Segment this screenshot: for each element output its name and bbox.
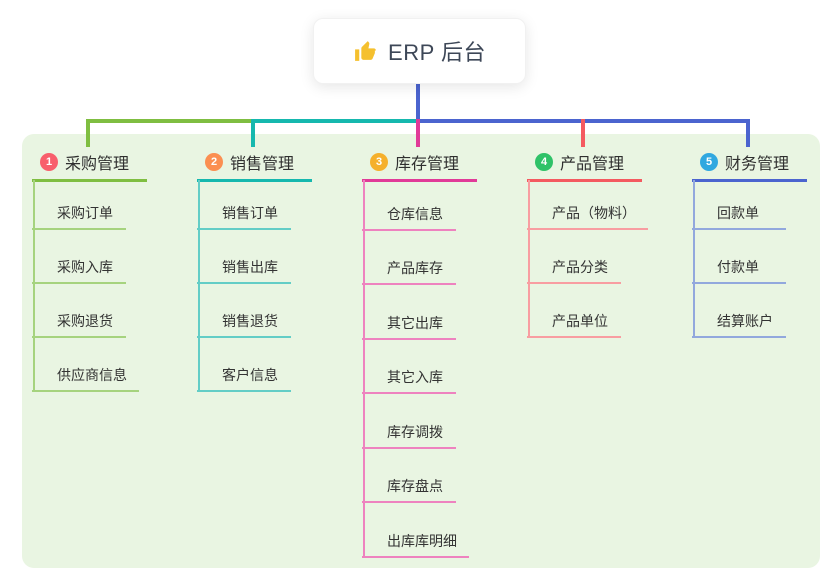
branch-1-badge: 1: [40, 153, 58, 171]
branch-2-label: 销售管理: [230, 156, 295, 173]
node-sales-outbound[interactable]: 销售出库: [197, 230, 291, 284]
branch-5-header[interactable]: 5 财务管理: [692, 147, 807, 182]
branch-5-items: 回款单 付款单 结算账户: [692, 176, 786, 338]
branch-1-header[interactable]: 1 采购管理: [32, 147, 147, 182]
branch-4-rail: [528, 180, 530, 338]
branch-3-badge: 3: [370, 153, 388, 171]
branch-3-header[interactable]: 3 库存管理: [362, 147, 477, 182]
node-receipt-bill[interactable]: 回款单: [692, 176, 786, 230]
branch-4-items: 产品（物料） 产品分类 产品单位: [527, 176, 648, 338]
branch-4-header[interactable]: 4 产品管理: [527, 147, 642, 182]
branches-panel: [22, 134, 820, 568]
branch-1-items: 采购订单 采购入库 采购退货 供应商信息: [32, 176, 139, 392]
branch-5-badge: 5: [700, 153, 718, 171]
branch-5-label: 财务管理: [725, 156, 790, 173]
connector-horizontal-branch-1: [86, 119, 253, 123]
root-node[interactable]: ERP 后台: [313, 18, 526, 84]
connector-drop-branch-5: [746, 119, 750, 147]
branch-2-header[interactable]: 2 销售管理: [197, 147, 312, 182]
node-customer-info[interactable]: 客户信息: [197, 338, 291, 392]
branch-5-rail: [693, 180, 695, 338]
node-product-unit[interactable]: 产品单位: [527, 284, 621, 338]
root-title: ERP 后台: [388, 40, 486, 65]
connector-drop-branch-1: [86, 119, 90, 147]
branch-3-label: 库存管理: [395, 156, 460, 173]
root-stem-connector: [416, 82, 420, 123]
connector-drop-branch-4: [581, 119, 585, 147]
node-sales-return[interactable]: 销售退货: [197, 284, 291, 338]
node-settlement-account[interactable]: 结算账户: [692, 284, 786, 338]
branch-2-items: 销售订单 销售出库 销售退货 客户信息: [197, 176, 291, 392]
branch-1-label: 采购管理: [65, 156, 130, 173]
node-purchase-inbound[interactable]: 采购入库: [32, 230, 126, 284]
node-supplier-info[interactable]: 供应商信息: [32, 338, 139, 392]
branch-2-badge: 2: [205, 153, 223, 171]
node-outbound-detail[interactable]: 出库库明细: [362, 503, 469, 558]
branch-2-rail: [198, 180, 200, 392]
thumbs-up-icon: [353, 39, 378, 64]
node-product-category[interactable]: 产品分类: [527, 230, 621, 284]
branch-3-items: 仓库信息 产品库存 其它出库 其它入库 库存调拨 库存盘点 出库库明细: [362, 176, 469, 558]
connector-drop-branch-2: [251, 119, 255, 147]
node-purchase-return[interactable]: 采购退货: [32, 284, 126, 338]
node-stock-taking[interactable]: 库存盘点: [362, 449, 456, 503]
node-product-material[interactable]: 产品（物料）: [527, 176, 648, 230]
branch-4-badge: 4: [535, 153, 553, 171]
branch-1-rail: [33, 180, 35, 392]
node-product-stock[interactable]: 产品库存: [362, 231, 456, 285]
node-warehouse-info[interactable]: 仓库信息: [362, 176, 456, 231]
node-other-inbound[interactable]: 其它入库: [362, 340, 456, 394]
connector-horizontal-branch-2: [253, 119, 416, 123]
node-other-outbound[interactable]: 其它出库: [362, 285, 456, 340]
branch-3-rail: [363, 180, 365, 557]
connector-drop-branch-3: [416, 119, 420, 147]
node-purchase-order[interactable]: 采购订单: [32, 176, 126, 230]
node-payment-bill[interactable]: 付款单: [692, 230, 786, 284]
node-sales-order[interactable]: 销售订单: [197, 176, 291, 230]
branch-4-label: 产品管理: [560, 156, 625, 173]
node-stock-transfer[interactable]: 库存调拨: [362, 394, 456, 449]
